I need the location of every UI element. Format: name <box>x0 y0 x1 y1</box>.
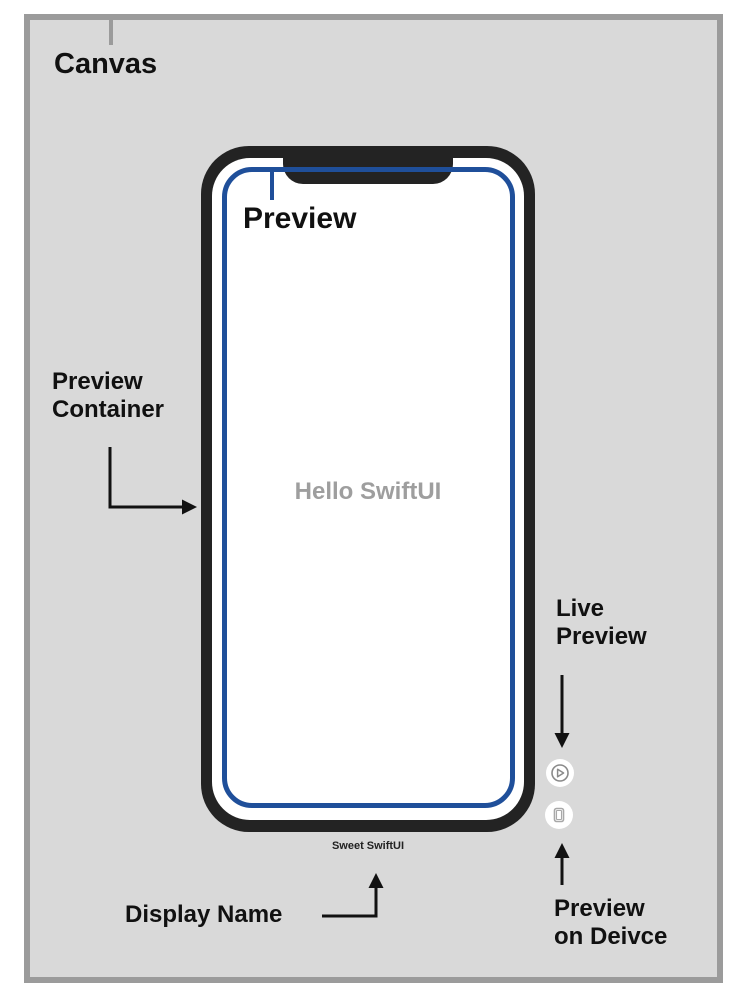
preview-outline <box>222 167 515 808</box>
preview-on-device-label-line-1: Preview <box>554 895 645 922</box>
hello-swiftui-text: Hello SwiftUI <box>294 478 442 505</box>
preview-on-device-label: Preview on Deivce <box>554 895 667 950</box>
preview-container-label-line-2: Container <box>52 395 165 423</box>
device-notch <box>283 146 453 184</box>
device-screen <box>212 158 524 820</box>
preview-on-device-button[interactable] <box>545 801 573 829</box>
canvas-label: Canvas <box>54 48 158 80</box>
live-preview-label: Live Preview <box>556 595 647 650</box>
device-icon <box>553 807 565 823</box>
display-name-text: Sweet SwiftUI <box>331 840 405 852</box>
preview-container-label: Preview Container <box>52 368 164 423</box>
live-preview-label-line-1: Live <box>556 595 605 622</box>
live-preview-label-line-2: Preview <box>556 622 647 650</box>
preview-label: Preview <box>243 202 357 235</box>
live-preview-button[interactable] <box>546 759 574 787</box>
preview-on-device-label-line-2: on Deivce <box>554 922 668 950</box>
display-name-label: Display Name <box>125 901 283 928</box>
preview-container-label-line-1: Preview <box>52 368 143 395</box>
play-circle-icon <box>551 764 569 782</box>
